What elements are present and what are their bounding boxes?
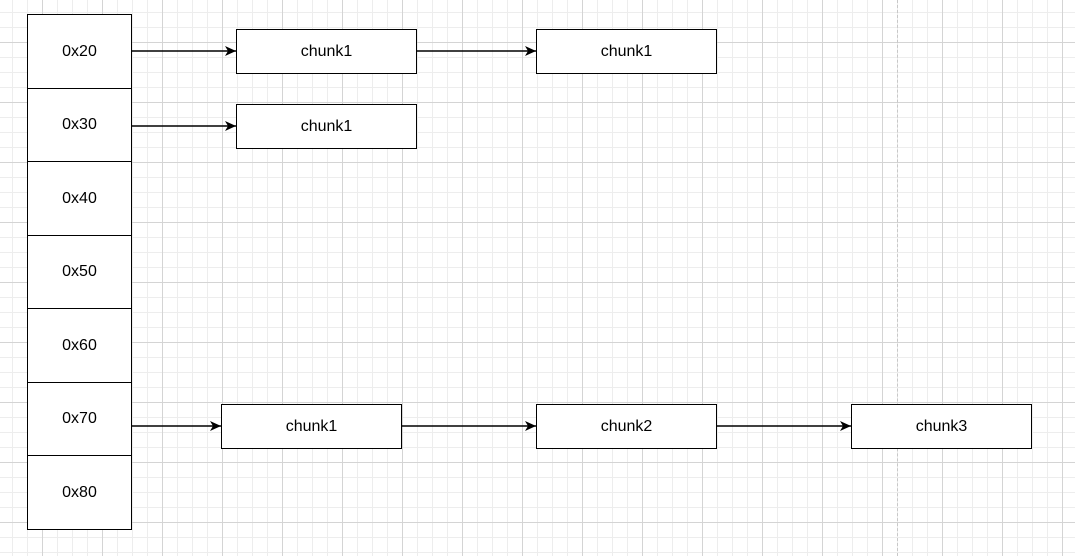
bin-0x50: 0x50 (27, 234, 132, 310)
page-break-line (897, 0, 898, 556)
chunk-0x30-1: chunk1 (236, 104, 417, 149)
bin-0x60: 0x60 (27, 308, 132, 383)
chunk-0x70-1: chunk1 (221, 404, 402, 449)
bin-array: 0x20 0x30 0x40 0x50 0x60 0x70 0x80 (27, 14, 132, 530)
bin-0x80: 0x80 (27, 455, 132, 530)
chunk-0x70-3: chunk3 (851, 404, 1032, 449)
chunk-0x70-2: chunk2 (536, 404, 717, 449)
bin-0x70: 0x70 (27, 381, 132, 457)
chunk-0x20-2: chunk1 (536, 29, 717, 74)
chunk-0x20-1: chunk1 (236, 29, 417, 74)
bin-0x20: 0x20 (27, 14, 132, 89)
bin-0x40: 0x40 (27, 161, 132, 236)
